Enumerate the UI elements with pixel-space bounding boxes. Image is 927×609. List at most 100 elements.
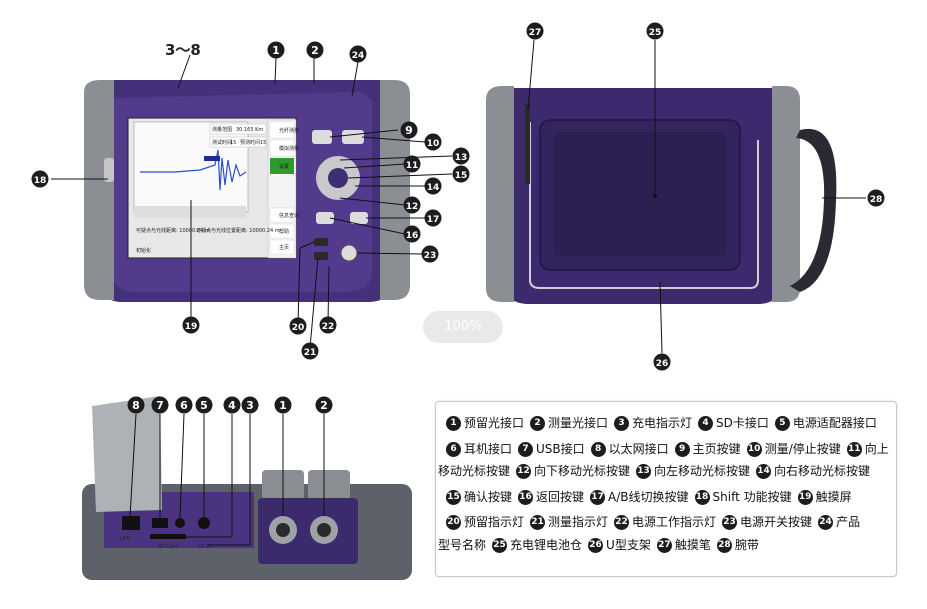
shift-key — [104, 158, 114, 182]
side-btn5-label: 帮助 — [279, 228, 289, 235]
screen-value3: 15 — [260, 140, 266, 146]
front-view: 测量范围 30.165 Km 测试时间 15 预测时间 15 光纤测量 模拟测量… — [84, 80, 410, 302]
svg-text:8: 8 — [132, 399, 140, 412]
legend-number: 20 — [446, 515, 461, 530]
legend-item: 型号名称 — [438, 538, 486, 552]
panel-view: LAN SD Card DC IN — [82, 396, 412, 580]
lan-label: LAN — [120, 536, 130, 542]
home-key — [312, 130, 332, 144]
legend-number: 23 — [722, 515, 738, 530]
side-btn1-label: 光纤测量 — [279, 127, 299, 134]
side-btn4 — [269, 207, 295, 223]
measure-range-box — [209, 123, 267, 135]
back-left-bumper — [486, 86, 514, 302]
legend-number: 5 — [774, 416, 790, 431]
legend-label: 向右移动光标按键 — [774, 464, 871, 478]
callout-24: 24 — [349, 45, 367, 63]
legend-label: 预留光接口 — [464, 416, 525, 430]
dc-label: DC IN — [198, 544, 212, 550]
led-20 — [314, 238, 328, 246]
svg-text:26: 26 — [656, 359, 669, 369]
optical-port-1-core — [276, 523, 290, 537]
battery-cover — [554, 132, 726, 256]
legend-number: 21 — [530, 515, 546, 530]
legend-number: 28 — [716, 538, 732, 553]
callout-17: 17 — [424, 209, 442, 227]
svg-text:21: 21 — [304, 348, 317, 358]
power-key — [340, 244, 358, 262]
usb-port — [152, 518, 168, 528]
callout-b3: 3 — [241, 396, 259, 414]
legend-number: 17 — [590, 490, 606, 505]
legend-label: 触摸屏 — [815, 490, 852, 504]
callout-12: 12 — [403, 196, 421, 214]
legend-number: 16 — [518, 490, 534, 505]
legend-label: Shift 功能按键 — [712, 490, 792, 504]
legend-label: 向左移动光标按键 — [654, 464, 751, 478]
callout-15: 15 — [452, 165, 470, 183]
sd-slot — [150, 534, 186, 539]
legend-number: 19 — [797, 490, 813, 505]
side-btn2 — [269, 139, 295, 157]
side-btn6 — [269, 239, 295, 255]
legend-number: 18 — [694, 490, 710, 505]
legend-label: 确认按键 — [464, 490, 513, 504]
legend-label: 移动光标按键 — [438, 464, 511, 478]
callout-19: 19 — [182, 316, 200, 334]
led-21 — [314, 252, 328, 260]
legend-label: 测量/停止按键 — [764, 442, 841, 456]
svg-text:6: 6 — [180, 399, 188, 412]
legend-label: 触摸笔 — [674, 538, 711, 552]
screen-value2: 15 — [230, 140, 236, 146]
svg-text:7: 7 — [156, 399, 164, 412]
callout-28: 28 — [867, 189, 885, 207]
callout-b8: 8 — [127, 396, 145, 414]
dc-port — [198, 517, 210, 529]
side-btn6-label: 主页 — [279, 244, 289, 251]
legend-number: 25 — [492, 538, 508, 553]
svg-text:24: 24 — [352, 51, 365, 61]
side-btn3-label: 设置 — [279, 163, 289, 170]
stylus — [525, 104, 530, 184]
u-stand — [529, 122, 759, 289]
svg-text:22: 22 — [322, 322, 335, 332]
front-leaders — [51, 54, 453, 349]
screen-field3: 预测时间 — [240, 139, 260, 146]
panel-leaders — [129, 413, 325, 546]
trace-marker — [204, 156, 220, 161]
audio-port — [175, 518, 185, 528]
zoom-badge: 100% — [423, 311, 503, 343]
callout-20: 20 — [289, 317, 307, 335]
legend-label: 电源适配器接口 — [792, 416, 877, 430]
legend-number: 3 — [614, 416, 630, 431]
legend-label: 电源开关按键 — [740, 515, 813, 529]
right-bumper — [380, 80, 410, 300]
legend-item: 移动光标按键 — [438, 464, 510, 478]
svg-text:20: 20 — [292, 323, 305, 333]
callout-b5: 5 — [195, 396, 213, 414]
callout-25: 25 — [646, 22, 664, 40]
legend-label: 腕带 — [734, 538, 759, 552]
callout-b4: 4 — [223, 396, 241, 414]
legend-label: 以太网接口 — [608, 442, 669, 456]
callout-14: 14 — [424, 177, 442, 195]
svg-text:9: 9 — [405, 124, 413, 137]
legend-number: 14 — [756, 464, 772, 479]
